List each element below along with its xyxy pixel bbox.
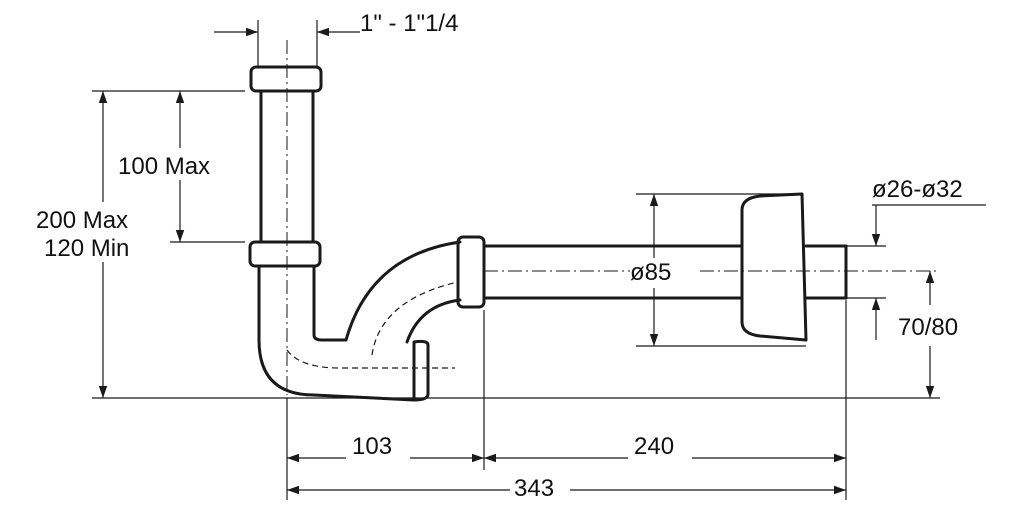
horizontal-first-label: 103 [352,433,392,460]
cleanout-cap [412,339,430,402]
height-max-label: 200 Max [36,207,128,234]
pipe-end [804,244,848,300]
rising-elbow [344,240,462,344]
horizontal-total-label: 343 [514,475,554,502]
horizontal-pipe [482,244,744,300]
inlet-nut [249,65,323,93]
dimension-labels: 1" - 1"1/4 100 Max 200 Max 120 Min ø85 ø… [36,10,963,502]
center-lines [286,40,940,395]
tube-max-label: 100 Max [118,153,210,180]
inlet-thread-label: 1" - 1"1/4 [360,10,458,37]
dimension-lines [98,27,935,495]
siphon-body [248,65,848,402]
elbow-nut [456,235,486,309]
outlet-height-label: 70/80 [898,314,958,341]
outlet-diameter-label: ø26-ø32 [872,176,963,203]
vertical-tailpiece [259,89,315,244]
coupling-nut [248,240,322,268]
wall-rosette [740,192,808,342]
horizontal-second-label: 240 [634,433,674,460]
rosette-diameter-label: ø85 [630,259,671,286]
extension-lines [92,20,986,500]
height-min-label: 120 Min [44,235,129,262]
trap-bend [257,264,416,402]
